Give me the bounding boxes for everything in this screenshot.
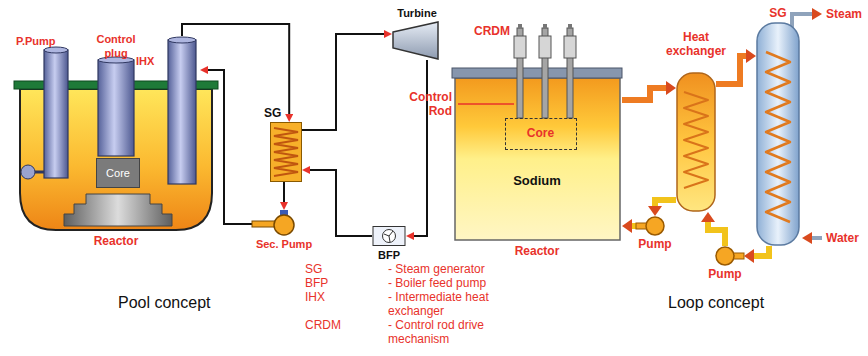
reactor-vessel-label: Reactor xyxy=(452,244,622,258)
circle-part xyxy=(646,217,664,235)
reactor-core-label: Core xyxy=(97,166,139,180)
intermediate-heat-exchanger-label: IHX xyxy=(136,54,166,68)
circle-part xyxy=(383,230,396,243)
heat-exchanger-shape xyxy=(676,72,716,212)
rect-part xyxy=(271,123,302,182)
legend-text: - Control rod drive mechanism xyxy=(388,318,506,346)
pump-symbol-label: Pump xyxy=(636,237,674,251)
primary-pump-shape xyxy=(16,34,78,184)
cold-sodium-pipe xyxy=(632,223,636,229)
rect-part xyxy=(452,68,622,78)
secondary-pump: Sec. Pump xyxy=(252,210,316,252)
legend-text: - Boiler feed pump xyxy=(388,276,506,290)
ellipse-part xyxy=(168,37,196,43)
diagram-caption: Pool concept xyxy=(118,296,211,310)
heat-exchanger: Heat exchanger xyxy=(676,72,716,212)
rect-part xyxy=(44,50,68,178)
rect-part xyxy=(677,73,715,211)
cold-sodium-pipe xyxy=(655,200,676,206)
turbine: Turbine xyxy=(392,6,442,60)
boiler-feed-pump-label: BFP xyxy=(372,248,406,262)
flow-line xyxy=(283,182,285,202)
rect-part xyxy=(543,24,547,29)
reactor-vessel-label: Sodium xyxy=(452,174,622,188)
flow-arrow xyxy=(812,8,822,20)
primary-pump: P.Pump xyxy=(16,34,78,184)
pump-symbol: Pump xyxy=(636,216,674,250)
reactor-core: Core xyxy=(505,118,577,150)
secondary-pump-label: Sec. Pump xyxy=(252,237,316,251)
intermediate-heat-exchanger: IHX xyxy=(134,36,200,186)
reactor-vessel: SodiumReactor Core xyxy=(452,24,622,264)
path-part xyxy=(274,128,298,176)
pump-symbol: Pump xyxy=(706,246,744,280)
legend-text: BFP xyxy=(305,276,328,290)
steam-generator: SG xyxy=(270,122,302,182)
steam-generator-shape xyxy=(756,22,800,246)
rect-part xyxy=(373,227,405,246)
steam-pipe xyxy=(792,14,812,28)
ellipse-part xyxy=(44,47,68,53)
pump-symbol-label: Pump xyxy=(706,267,744,281)
polygon-part xyxy=(393,22,438,59)
reactor-vessel: Reactor P.Pump Control plugIHX Core xyxy=(14,28,218,260)
rect-part xyxy=(564,36,576,58)
primary-pump-label: P.Pump xyxy=(16,34,78,48)
path-part xyxy=(684,92,708,188)
legend-text: - Steam generator xyxy=(388,262,506,276)
circle-part xyxy=(274,215,294,235)
reactor-vessel-label: Reactor xyxy=(14,234,218,248)
flow-line xyxy=(208,70,252,224)
control-plug: Control plug xyxy=(90,32,142,156)
hot-sodium-pipe xyxy=(622,88,666,100)
legend-text: CRDM xyxy=(305,318,341,332)
rect-part xyxy=(168,40,196,184)
steam-generator-label: SG xyxy=(756,6,800,20)
cold-sodium-pipe xyxy=(754,246,769,256)
rect-part xyxy=(514,36,526,58)
heat-exchanger-label: Heat exchanger xyxy=(660,30,732,58)
reactor-vessel-shape xyxy=(452,24,622,264)
circle-part xyxy=(716,247,734,265)
steam-generator: SG xyxy=(756,22,800,246)
flow-arrow xyxy=(802,232,812,244)
part-label: Steam xyxy=(826,7,862,21)
circle-part xyxy=(21,165,35,179)
legend-text: IHX xyxy=(305,290,325,304)
part-label: CRDM xyxy=(474,24,510,38)
legend-text: SG xyxy=(305,262,322,276)
boiler-feed-pump: BFP xyxy=(372,226,406,262)
cold-sodium-pipe xyxy=(708,222,725,246)
flow-line xyxy=(302,34,384,130)
reactor-core: Core xyxy=(96,158,140,188)
rect-part xyxy=(757,23,799,245)
line-part xyxy=(458,103,514,105)
rect-part xyxy=(252,221,276,227)
path-part xyxy=(766,52,790,222)
steam-generator-shape xyxy=(270,122,302,182)
rect-part xyxy=(98,60,134,156)
reactor-core-label: Core xyxy=(506,126,575,140)
part-label: Water xyxy=(826,231,859,245)
rect-part xyxy=(539,36,551,58)
rect-part xyxy=(455,78,620,240)
diagram-caption: Loop concept xyxy=(668,296,764,310)
flow-line xyxy=(310,170,372,236)
flow-line xyxy=(414,60,427,236)
hot-sodium-pipe xyxy=(716,56,746,84)
part-label: Control Rod xyxy=(404,90,452,118)
water-pipe xyxy=(811,236,822,240)
turbine-label: Turbine xyxy=(392,6,442,20)
steam-generator-label: SG xyxy=(264,106,286,120)
path-part xyxy=(64,194,172,226)
control-plug-label: Control plug xyxy=(90,32,142,60)
rect-part xyxy=(518,24,522,29)
legend-text: - Intermediate heat exchanger xyxy=(388,290,506,318)
rect-part xyxy=(568,24,572,29)
path-part xyxy=(384,231,393,242)
